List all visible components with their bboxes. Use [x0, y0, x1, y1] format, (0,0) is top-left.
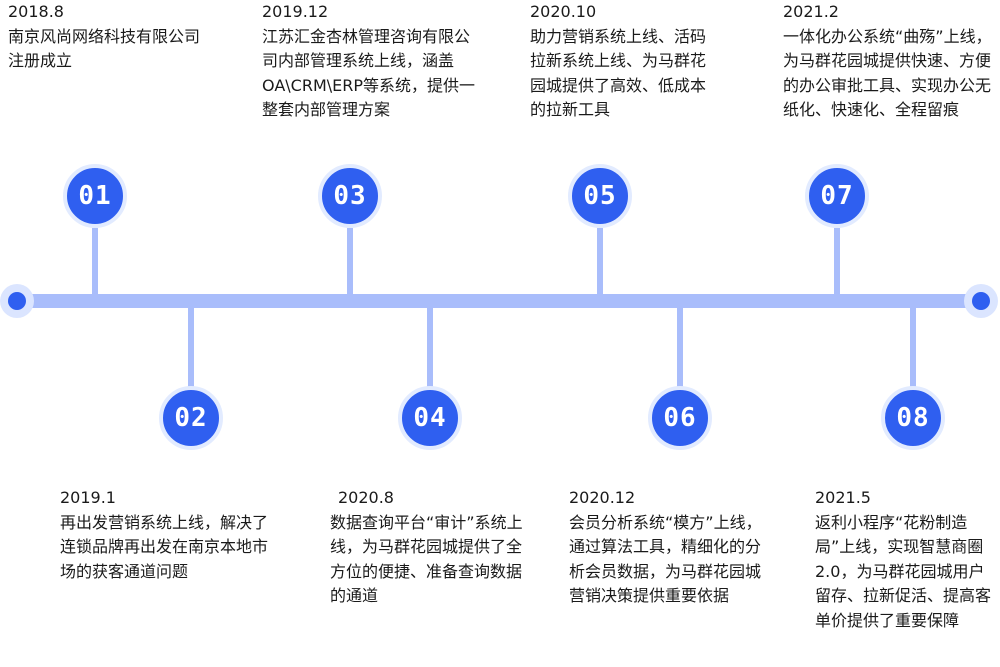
stem-01 [92, 228, 98, 298]
milestone-description: 数据查询平台“审计”系统上线，为马群花园城提供了全方位的便捷、准备查询数据的通道 [330, 512, 523, 606]
milestone-02: 2019.1 再出发营销系统上线，解决了连锁品牌再出发在南京本地市场的获客通道问… [60, 486, 282, 584]
milestone-07: 2021.2 一体化办公系统“曲殇”上线，为马群花园城提供快速、方便的办公审批工… [783, 0, 995, 123]
stem-03 [347, 228, 353, 298]
milestone-description: 再出发营销系统上线，解决了连锁品牌再出发在南京本地市场的获客通道问题 [60, 512, 269, 581]
stem-05 [597, 228, 603, 298]
milestone-date: 2020.12 [569, 488, 636, 507]
milestone-01: 2018.8 南京风尚网络科技有限公司注册成立 [8, 0, 208, 74]
milestone-05: 2020.10 助力营销系统上线、活码拉新系统上线、为马群花园城提供了高效、低成… [530, 0, 708, 123]
milestone-date: 2021.2 [783, 2, 839, 21]
milestone-08: 2021.5 返利小程序“花粉制造局”上线，实现智慧商圈2.0，为马群花园城用户… [815, 486, 1000, 633]
milestone-04: 2020.8 数据查询平台“审计”系统上线，为马群花园城提供了全方位的便捷、准备… [330, 486, 530, 609]
milestone-description: 南京风尚网络科技有限公司注册成立 [8, 26, 201, 71]
milestone-description: 一体化办公系统“曲殇”上线，为马群花园城提供快速、方便的办公审批工具、实现办公无… [783, 26, 992, 120]
milestone-06: 2020.12 会员分析系统“模方”上线，通过算法工具，精细化的分析会员数据，为… [569, 486, 775, 609]
milestone-date: 2019.1 [60, 488, 116, 507]
stem-07 [834, 228, 840, 298]
milestone-date: 2020.10 [530, 2, 597, 21]
stem-06 [677, 306, 683, 390]
timeline-start-dot [0, 284, 34, 318]
milestone-badge-01: 01 [63, 164, 127, 228]
milestone-description: 江苏汇金杏林管理咨询有限公司内部管理系统上线，涵盖OA\CRM\ERP等系统，提… [262, 26, 476, 120]
milestone-badge-06: 06 [648, 386, 712, 450]
timeline-axis [14, 294, 982, 308]
milestone-badge-07: 07 [805, 164, 869, 228]
milestone-badge-08: 08 [881, 386, 945, 450]
milestone-description: 助力营销系统上线、活码拉新系统上线、为马群花园城提供了高效、低成本的拉新工具 [530, 26, 707, 120]
stem-08 [910, 306, 916, 390]
stem-02 [188, 306, 194, 390]
milestone-date: 2019.12 [262, 2, 329, 21]
milestone-badge-05: 05 [568, 164, 632, 228]
milestone-badge-04: 04 [398, 386, 462, 450]
milestone-description: 会员分析系统“模方”上线，通过算法工具，精细化的分析会员数据，为马群花园城营销决… [569, 512, 762, 606]
milestone-badge-03: 03 [318, 164, 382, 228]
milestone-description: 返利小程序“花粉制造局”上线，实现智慧商圈2.0，为马群花园城用户留存、拉新促活… [815, 512, 992, 630]
milestone-date: 2021.5 [815, 488, 871, 507]
timeline-end-dot [964, 284, 998, 318]
milestone-date: 2020.8 [338, 488, 394, 507]
milestone-date: 2018.8 [8, 2, 64, 21]
milestone-badge-02: 02 [159, 386, 223, 450]
milestone-03: 2019.12 江苏汇金杏林管理咨询有限公司内部管理系统上线，涵盖OA\CRM\… [262, 0, 482, 123]
stem-04 [427, 306, 433, 390]
